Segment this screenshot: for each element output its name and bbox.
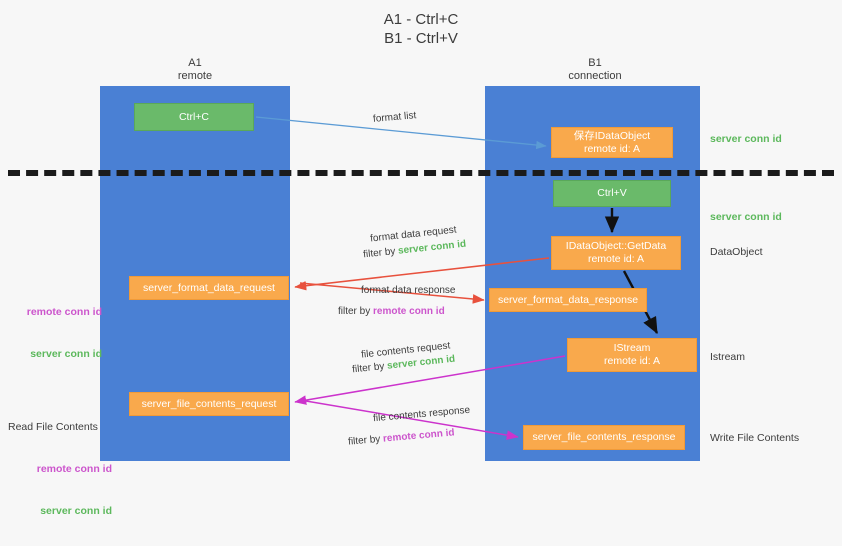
filter-value-remote-conn-id: remote conn id: [382, 427, 455, 445]
annotation-server-conn-id: server conn id: [40, 505, 112, 517]
annotation-right-istream: Istream: [710, 351, 746, 363]
edge-label-format-data-response: format data response: [361, 285, 456, 296]
filter-prefix: filter by: [362, 245, 399, 261]
edge-label-file-contents-response-filter: filter by remote conn id: [348, 425, 456, 449]
annotation-right-write-file-contents: Write File Contents: [710, 432, 800, 444]
annotation-remote-conn-id: remote conn id: [36, 463, 112, 475]
annotation-server-conn-id: server conn id: [30, 348, 102, 360]
node-server-format-data-response[interactable]: server_format_data_response: [489, 288, 647, 312]
node-ctrl-c[interactable]: Ctrl+C: [134, 103, 254, 131]
node-server-file-contents-request[interactable]: server_file_contents_request: [129, 392, 289, 416]
node-server-format-data-request[interactable]: server_format_data_request: [129, 276, 289, 300]
filter-prefix: filter by: [351, 360, 388, 376]
diagram-canvas: A1 - Ctrl+C B1 - Ctrl+V A1 remote B1 con…: [8, 11, 834, 517]
edge-label-format-list: format list: [372, 110, 417, 125]
annotation-read-file-contents: Read File Contents: [8, 421, 98, 433]
annotation-left-read-file-contents: Read File Contents remote conn id server…: [8, 392, 112, 546]
node-ctrl-v[interactable]: Ctrl+V: [553, 180, 671, 207]
annotation-remote-conn-id: remote conn id: [26, 306, 102, 318]
filter-prefix: filter by: [338, 306, 374, 317]
edge-label-format-data-response-filter: filter by remote conn id: [338, 304, 445, 319]
lane-header-b1: B1 connection: [568, 57, 622, 82]
diagram-title: A1 - Ctrl+C B1 - Ctrl+V: [383, 11, 459, 47]
annotation-right-dataobject: DataObject: [710, 246, 763, 258]
node-istream[interactable]: IStream remote id: A: [567, 338, 697, 372]
edge-label-file-contents-response: file contents response: [372, 404, 471, 425]
annotation-right-server-conn-id-mid: server conn id: [710, 211, 782, 223]
annotation-right-server-conn-id-top: server conn id: [710, 133, 782, 145]
filter-prefix: filter by: [347, 433, 384, 448]
node-server-file-contents-response[interactable]: server_file_contents_response: [523, 425, 685, 450]
filter-value-remote-conn-id: remote conn id: [373, 306, 445, 317]
annotation-left-conn-ids-format: remote conn id server conn id: [10, 277, 102, 389]
node-save-idataobject[interactable]: 保存IDataObject remote id: A: [551, 127, 673, 158]
node-idataobject-getdata[interactable]: IDataObject::GetData remote id: A: [551, 236, 681, 270]
lane-header-a1: A1 remote: [177, 57, 213, 82]
phase-divider: [8, 170, 834, 176]
